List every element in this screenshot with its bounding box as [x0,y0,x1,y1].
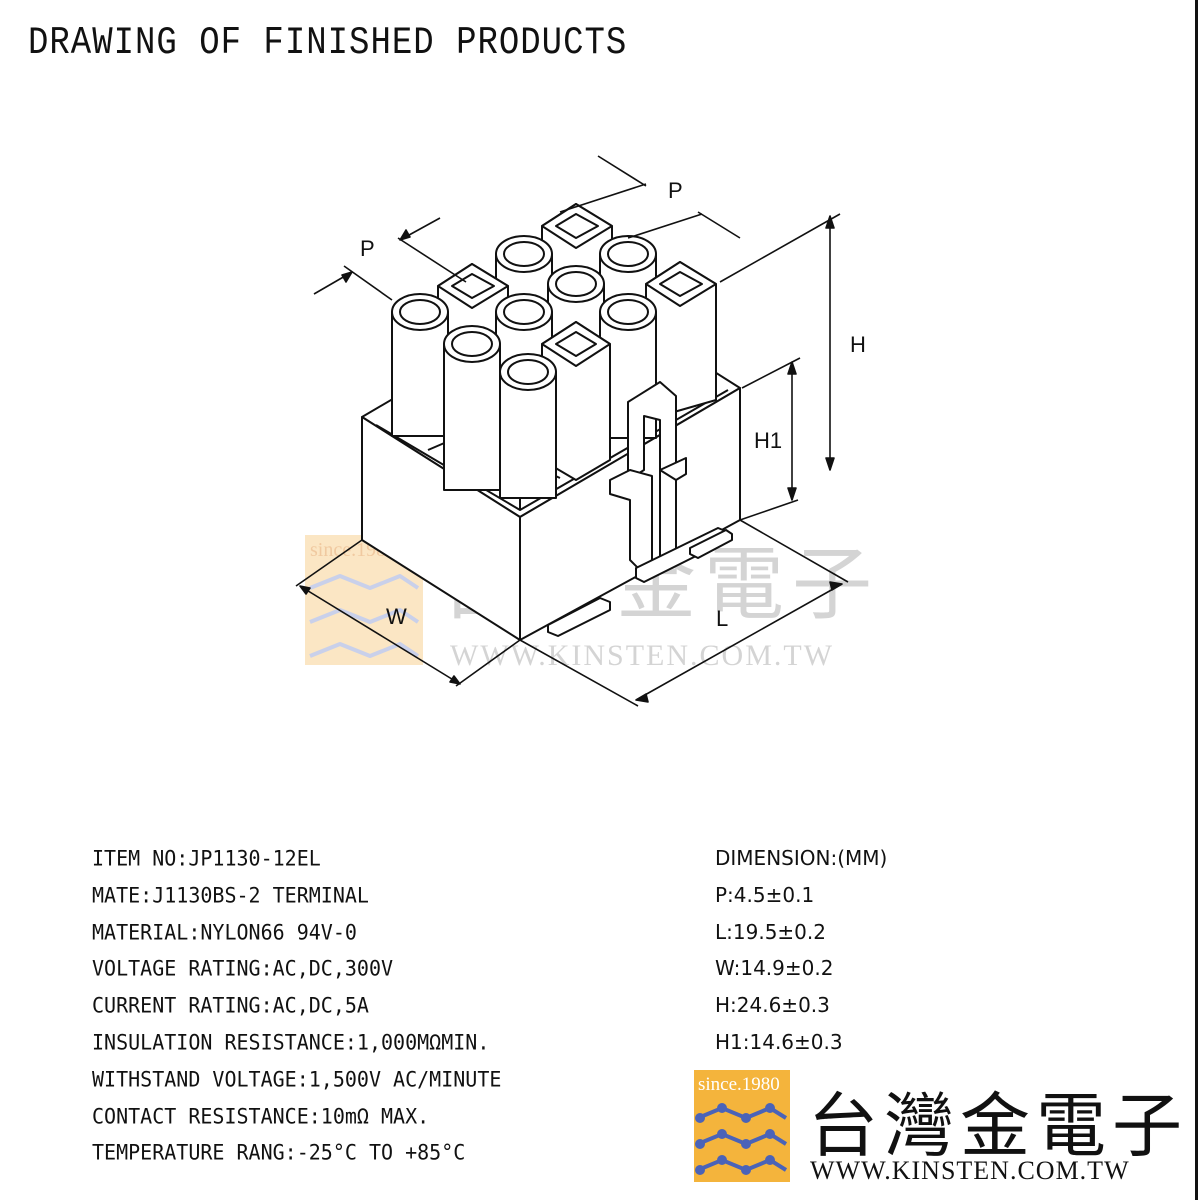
company-name: 台灣金電子 [808,1085,1188,1167]
dimension-h1: H1:14.6±0.3 [715,1029,843,1054]
pin-round [499,353,557,499]
logo-since: since.1980 [698,1074,780,1095]
dimension-p: P:4.5±0.1 [715,882,815,907]
terminal-tabs [547,529,733,637]
company-logo: since.1980 [694,1070,790,1182]
spec-voltage-rating: VOLTAGE RATING:AC,DC,300V [92,955,394,981]
dim-label-p-right: P [668,178,683,203]
pin-round [443,325,501,491]
dim-label-h: H [850,332,866,357]
watermark-url: WWW.KINSTEN.COM.TW [450,639,834,672]
spec-withstand-voltage: WITHSTAND VOLTAGE:1,500V AC/MINUTE [92,1066,502,1092]
dimension-table: DIMENSION:(MM) P:4.5±0.1 L:19.5±0.2 W:14… [715,840,887,1061]
dimension-lines [295,155,849,707]
spec-temperature-range: TEMPERATURE RANG:-25°C TO +85°C [92,1139,466,1165]
dimension-header: DIMENSION:(MM) [715,846,888,870]
company-url: WWW.KINSTEN.COM.TW [810,1156,1130,1185]
spec-mate: MATE:J1130BS-2 TERMINAL [92,882,369,908]
dim-label-h1: H1 [754,428,782,453]
dimension-h: H:24.6±0.3 [715,993,830,1018]
dim-label-w: W [386,604,407,629]
spec-contact-resistance: CONTACT RESISTANCE:10mΩ MAX. [92,1102,430,1129]
spec-current-rating: CURRENT RATING:AC,DC,5A [92,992,369,1018]
pin-row-front [443,321,611,499]
spec-item-no: ITEM NO:JP1130-12EL [92,845,321,871]
dim-label-p-left: P [360,236,375,261]
spec-insulation-resistance: INSULATION RESISTANCE:1,000MΩMIN. [92,1029,490,1055]
dimension-l: L:19.5±0.2 [715,919,826,944]
pin-square [645,261,717,421]
dim-label-l: L [716,606,728,631]
pin-round [391,293,449,437]
dimension-w: W:14.9±0.2 [715,956,834,981]
spec-material: MATERIAL:NYLON66 94V-0 [92,918,357,945]
logo-nodes [695,1103,775,1175]
spec-list: ITEM NO:JP1130-12EL MATE:J1130BS-2 TERMI… [92,840,501,1171]
watermark-logo-mark [309,574,420,658]
drawing-title: DRAWING OF FINISHED PRODUCTS [28,22,628,66]
frame-border-right [1195,0,1198,1200]
